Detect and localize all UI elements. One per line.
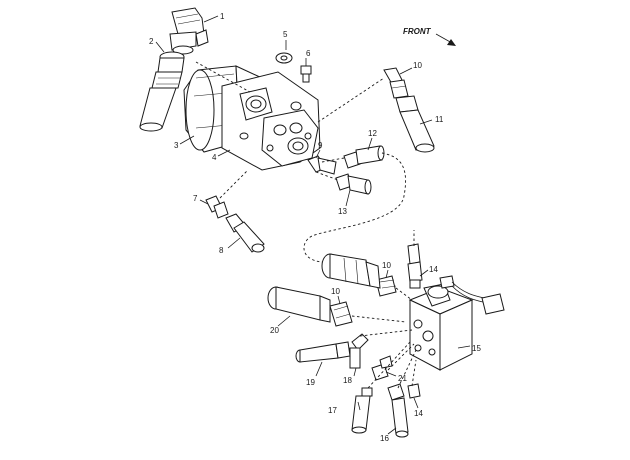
part-10-elbow-fitting-top bbox=[383, 67, 409, 99]
part-8-hose bbox=[225, 213, 265, 253]
callout-15: 15 bbox=[472, 344, 481, 353]
callout-16: 16 bbox=[380, 434, 389, 443]
part-11-hose bbox=[395, 95, 435, 153]
front-arrow-head bbox=[447, 39, 456, 46]
part-20-hose bbox=[267, 286, 331, 323]
part-5-washer bbox=[275, 52, 293, 64]
callout-14-upper: 14 bbox=[429, 265, 438, 274]
part-3-4-hydraulic-pump bbox=[183, 65, 321, 171]
front-label: FRONT bbox=[403, 27, 432, 36]
callout-13: 13 bbox=[338, 207, 347, 216]
callout-4: 4 bbox=[212, 153, 217, 162]
connection-lines bbox=[195, 61, 417, 389]
part-19-hose bbox=[295, 341, 351, 363]
callout-12: 12 bbox=[368, 129, 377, 138]
part-18-elbow bbox=[349, 333, 369, 369]
part-16-hose bbox=[387, 383, 409, 438]
callout-17: 17 bbox=[328, 406, 337, 415]
leader-lines bbox=[155, 15, 471, 435]
part-21-fitting bbox=[371, 355, 393, 381]
callout-10-lower: 10 bbox=[331, 287, 340, 296]
callout-18: 18 bbox=[343, 376, 352, 385]
part-9-elbow-fitting bbox=[307, 155, 337, 175]
callout-20: 20 bbox=[270, 326, 279, 335]
callout-2: 2 bbox=[149, 37, 154, 46]
callout-numbers: 1 2 3 4 5 6 7 8 9 10 10 10 11 12 13 14 1… bbox=[149, 12, 481, 443]
callout-19: 19 bbox=[306, 378, 315, 387]
part-15-valve-block bbox=[408, 275, 505, 371]
callout-14-lower: 14 bbox=[414, 409, 423, 418]
front-indicator: FRONT bbox=[403, 27, 456, 46]
callout-1: 1 bbox=[220, 12, 225, 21]
part-14-fitting-lower bbox=[407, 383, 421, 399]
callout-11: 11 bbox=[435, 115, 444, 124]
callout-3: 3 bbox=[174, 141, 179, 150]
part-13-hose bbox=[335, 173, 372, 195]
callout-7: 7 bbox=[193, 194, 198, 203]
part-2-inlet-hose bbox=[139, 51, 185, 132]
hose-middle-large bbox=[321, 253, 381, 289]
part-6-bolt bbox=[300, 65, 312, 83]
part-17-hose bbox=[351, 387, 373, 434]
callout-10-top: 10 bbox=[413, 61, 422, 70]
part-12-hose bbox=[343, 145, 385, 169]
part-14-fitting-upper bbox=[407, 243, 423, 289]
callout-6: 6 bbox=[306, 49, 311, 58]
part-10-fitting-lower bbox=[329, 301, 353, 327]
part-10-fitting-middle bbox=[375, 275, 397, 297]
callout-8: 8 bbox=[219, 246, 224, 255]
callout-21: 21 bbox=[398, 374, 407, 383]
callout-10-middle: 10 bbox=[382, 261, 391, 270]
part-1-elbow-fitting bbox=[169, 7, 209, 55]
part-7-fitting bbox=[205, 195, 229, 219]
callout-5: 5 bbox=[283, 30, 288, 39]
callout-9: 9 bbox=[318, 141, 323, 150]
